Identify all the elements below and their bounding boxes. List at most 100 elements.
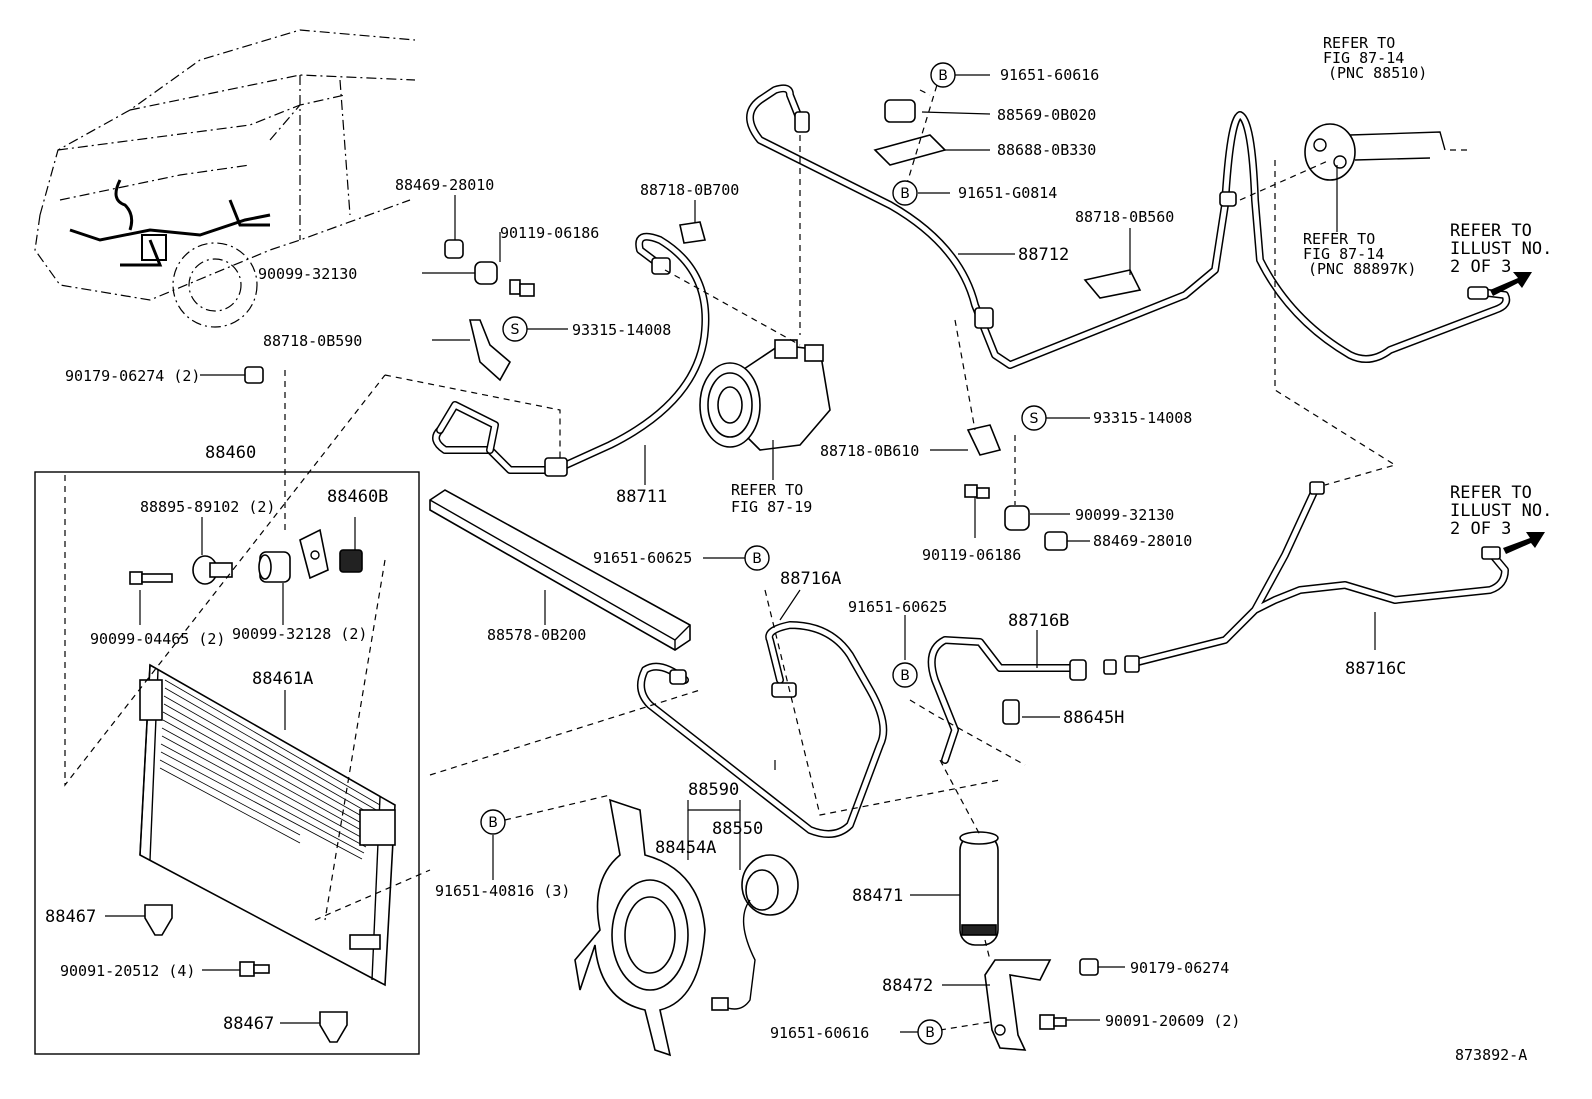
screw-symbol-icon: S <box>1021 405 1047 431</box>
grommet-88467-b <box>319 1011 348 1043</box>
fan-shroud-88454A <box>574 798 706 1057</box>
svg-text:B: B <box>938 68 948 84</box>
ref-fig-87-19-line2: FIG 87-19 <box>731 498 812 516</box>
grommet-88467-a <box>144 904 173 936</box>
label-88460: 88460 <box>205 443 256 463</box>
label-88645H: 88645H <box>1063 708 1124 728</box>
compressor <box>699 339 831 451</box>
clamp-88718-0B610 <box>966 424 1002 456</box>
ref-illust2-line3: 2 OF 3 <box>1450 519 1511 539</box>
diagram-id: 873892-A <box>1455 1046 1527 1064</box>
liquid-pipe-88716B <box>927 636 1117 764</box>
label-93315-14008-top: 93315-14008 <box>572 321 671 339</box>
label-88718-0B590: 88718-0B590 <box>263 332 362 350</box>
label-88471: 88471 <box>852 886 903 906</box>
stud-88895-89102 <box>192 555 233 585</box>
arrow-right-icon <box>1503 532 1545 554</box>
bolt-symbol-icon: B <box>892 662 918 688</box>
svg-text:B: B <box>488 815 498 831</box>
svg-text:S: S <box>511 322 520 338</box>
receiver-dryer-88471 <box>959 831 999 946</box>
vehicle-outline-illustration <box>34 29 416 328</box>
label-88461A: 88461A <box>252 669 313 689</box>
discharge-hose-88711 <box>432 232 710 477</box>
leader-lines <box>105 74 1376 1033</box>
label-90179-06274: 90179-06274 <box>1130 959 1229 977</box>
label-90091-20512: 90091-20512 (4) <box>60 962 195 980</box>
label-88590: 88590 <box>688 780 739 800</box>
label-88688-0B330: 88688-0B330 <box>997 141 1096 159</box>
bolt-symbol-icon: B <box>930 62 956 88</box>
pressure-switch-88645H <box>1002 699 1020 725</box>
bracket-88460 <box>299 528 329 580</box>
label-88716A: 88716A <box>780 569 841 589</box>
suction-hose-88712 <box>746 84 1511 369</box>
cushion-90099-32130-top <box>474 261 498 285</box>
label-88472: 88472 <box>882 976 933 996</box>
label-88718-0B700: 88718-0B700 <box>640 181 739 199</box>
bolt-90119-06186-mid <box>964 484 990 499</box>
assembly-dashed-lines <box>64 74 1470 1031</box>
ref-top1-line2: FIG 87-14 <box>1323 49 1404 67</box>
label-88467-b: 88467 <box>223 1014 274 1034</box>
svg-text:S: S <box>1030 411 1039 427</box>
ref-illust2-line1: REFER TO <box>1450 483 1532 503</box>
clamp-88718-0B560 <box>1083 269 1142 299</box>
label-88460B: 88460B <box>327 487 388 507</box>
condenser-assembly-box <box>34 471 420 1055</box>
bolt-90091-20512 <box>239 961 270 977</box>
clamp-88718-0B700 <box>679 221 707 244</box>
ref-top1-line1: REFER TO <box>1323 34 1395 52</box>
bolt-90091-20609 <box>1039 1014 1067 1030</box>
label-90179-06274-2: 90179-06274 (2) <box>65 367 200 385</box>
label-91651-40816: 91651-40816 (3) <box>435 882 570 900</box>
arrow-right-icon <box>1490 272 1532 296</box>
label-88578-0B200: 88578-0B200 <box>487 626 586 644</box>
cushion-88460B <box>339 549 363 573</box>
liquid-pipe-88716A <box>637 621 888 838</box>
expansion-block <box>1304 123 1446 181</box>
ref-top1-line3: (PNC 88510) <box>1328 64 1427 82</box>
seal-88578-0B200 <box>429 489 691 651</box>
fan-motor-88550 <box>711 854 799 1011</box>
label-90099-32130-top: 90099-32130 <box>258 265 357 283</box>
label-93315-14008-mid: 93315-14008 <box>1093 409 1192 427</box>
svg-text:B: B <box>925 1025 935 1041</box>
screw-symbol-icon: S <box>502 316 528 342</box>
bolt-symbol-icon: B <box>892 180 918 206</box>
label-90119-06186-top: 90119-06186 <box>500 224 599 242</box>
label-91651-60616-bot: 91651-60616 <box>770 1024 869 1042</box>
label-88467-a: 88467 <box>45 907 96 927</box>
label-91651-G0814: 91651-G0814 <box>958 184 1057 202</box>
label-88469-28010-mid: 88469-28010 <box>1093 532 1192 550</box>
label-91651-60616-top: 91651-60616 <box>1000 66 1099 84</box>
label-88711: 88711 <box>616 487 667 507</box>
bracket-88718-0B590 <box>468 319 512 382</box>
ref-illust1-line3: 2 OF 3 <box>1450 257 1511 277</box>
ref-illust2-line2: ILLUST NO. <box>1450 501 1552 521</box>
part-labels: 91651-60616 88569-0B020 88688-0B330 9165… <box>45 34 1552 1064</box>
ref-top2-line3: (PNC 88897K) <box>1308 260 1416 278</box>
label-88716C: 88716C <box>1345 659 1406 679</box>
label-88716B: 88716B <box>1008 611 1069 631</box>
bracket-88472 <box>984 959 1052 1051</box>
bolt-90099-04465 <box>129 571 173 585</box>
label-90091-20609: 90091-20609 (2) <box>1105 1012 1240 1030</box>
condenser-core <box>139 663 396 987</box>
ref-top2-line2: FIG 87-14 <box>1303 245 1384 263</box>
label-88712: 88712 <box>1018 245 1069 265</box>
liquid-pipe-88716C <box>1124 481 1509 673</box>
bolt-symbol-icon: B <box>480 809 506 835</box>
label-88454A: 88454A <box>655 838 716 858</box>
label-91651-60625-a: 91651-60625 <box>593 549 692 567</box>
ref-top2-line1: REFER TO <box>1303 230 1375 248</box>
label-90099-04465: 90099-04465 (2) <box>90 630 225 648</box>
label-90099-32130-mid: 90099-32130 <box>1075 506 1174 524</box>
label-88895-89102: 88895-89102 (2) <box>140 498 275 516</box>
bolt-88469-28010-mid <box>1044 531 1068 551</box>
label-90119-06186-mid: 90119-06186 <box>922 546 1021 564</box>
label-88718-0B610: 88718-0B610 <box>820 442 919 460</box>
bolt-90179-06274 <box>1079 958 1099 976</box>
label-91651-60625-b: 91651-60625 <box>848 598 947 616</box>
